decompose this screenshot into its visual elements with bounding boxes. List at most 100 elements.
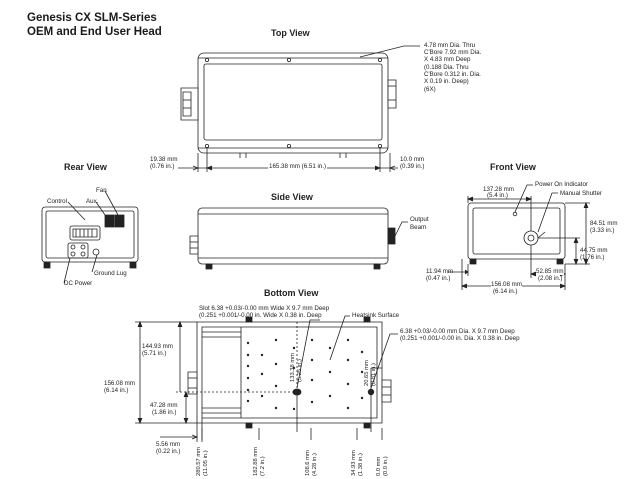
side-view-drawing bbox=[190, 208, 408, 269]
front-dim-top-in: (5.4 in.) bbox=[487, 192, 508, 199]
bottom-dim-156-mm: 156.08 mm bbox=[104, 380, 135, 387]
front-manual-shutter-label: Manual Shutter bbox=[560, 190, 602, 197]
front-view-drawing bbox=[448, 185, 590, 290]
rear-fan-connector bbox=[115, 215, 124, 227]
top-dim-left-in: (0.76 in.) bbox=[150, 163, 175, 170]
bottom-dim-0-in: (0.0 in.) bbox=[382, 456, 389, 476]
bottom-dim-34-in: (1.38 in.) bbox=[357, 453, 364, 476]
bottom-dim-182-in: (7.2 in.) bbox=[259, 456, 266, 476]
bottom-heatsink-label: Heatsink Surface bbox=[352, 312, 400, 319]
bottom-dim-133-mm: 133.38 mm bbox=[290, 353, 296, 382]
rear-ground-lug-label: Ground Lug bbox=[94, 270, 127, 277]
rear-aux-label: Aux. bbox=[86, 198, 99, 205]
front-manual-shutter bbox=[524, 231, 538, 245]
rear-dc-connector bbox=[68, 243, 88, 258]
top-dim-right-in: (0.39 in.) bbox=[400, 163, 425, 170]
bottom-dim-5-mm: 5.56 mm bbox=[156, 441, 181, 448]
bottom-dim-144-mm: 144.93 mm bbox=[142, 343, 173, 350]
bottom-dim-0: 0.0 mm(0.0 in.) bbox=[376, 456, 389, 476]
bottom-dim-280-mm: 280.57 mm bbox=[196, 447, 202, 476]
bottom-dim-108-in: (4.28 in.) bbox=[311, 453, 318, 476]
front-dim-beam-height-mm: 44.75 mm bbox=[580, 247, 608, 254]
rear-fan-label: Fan bbox=[96, 187, 107, 194]
front-dim-top-mm: 137.28 mm bbox=[483, 186, 514, 193]
bottom-dim-144-in: (5.71 in.) bbox=[142, 350, 167, 357]
bottom-slot-note-1: Slot 6.38 +0.03/-0.00 mm Wide X 9.7 mm D… bbox=[199, 305, 330, 312]
top-hole-note-4: (0.188 Dia. Thru bbox=[424, 64, 469, 71]
rear-view-drawing bbox=[42, 191, 138, 283]
bottom-slot-note-2: (0.251 +0.001/-0.00 in. Wide X 0.38 in. … bbox=[199, 312, 322, 319]
bottom-dim-156-in: (6.14 in.) bbox=[104, 387, 129, 394]
front-view-title: Front View bbox=[490, 162, 536, 172]
side-output-label-2: Beam bbox=[410, 224, 427, 231]
top-hole-note-7: (6X) bbox=[424, 86, 436, 93]
bottom-screw-holes bbox=[246, 338, 364, 411]
front-power-indicator-label: Power On Indicator bbox=[535, 181, 588, 188]
bottom-dim-47-in: (1.86 in.) bbox=[152, 409, 177, 416]
bottom-view-title: Bottom View bbox=[264, 288, 319, 298]
bottom-dim-0-mm: 0.0 mm bbox=[376, 456, 382, 476]
document-title-line1: Genesis CX SLM-Series bbox=[27, 12, 157, 24]
front-dim-height-mm: 84.51 mm bbox=[590, 220, 618, 227]
front-view-body bbox=[468, 203, 565, 259]
top-view-holes bbox=[205, 58, 381, 147]
front-dim-width-mm: 156.08 mm bbox=[491, 281, 522, 288]
front-dim-beam-x-mm: 52.85 mm bbox=[536, 268, 564, 275]
rear-control-label: Control bbox=[47, 198, 67, 205]
top-hole-note-1: 4.78 mm Dia. Thru bbox=[424, 42, 476, 49]
bottom-dim-5-in: (0.22 in.) bbox=[156, 448, 181, 455]
side-output-label-1: Output bbox=[410, 216, 429, 223]
bottom-dim-280: 280.57 mm(11.05 in.) bbox=[196, 447, 209, 476]
bottom-right-connector bbox=[382, 380, 391, 402]
bottom-dim-133-in: (5.25 in.) bbox=[296, 359, 303, 382]
top-dim-left-mm: 19.38 mm bbox=[150, 156, 178, 163]
front-dim-foot-in: (0.47 in.) bbox=[426, 275, 451, 282]
document-title-line2: OEM and End User Head bbox=[27, 26, 162, 38]
bottom-dim-280-in: (11.05 in.) bbox=[202, 450, 209, 476]
front-dim-beam-height-in: (1.76 in.) bbox=[580, 254, 605, 261]
side-view-title: Side View bbox=[271, 192, 313, 202]
top-hole-note-2: C'Bore 7.92 mm Dia. bbox=[424, 49, 482, 56]
bottom-dim-34: 34.93 mm(1.38 in.) bbox=[351, 450, 364, 476]
bottom-dim-20-mm: 20.65 mm bbox=[364, 360, 370, 386]
rear-ground-lug bbox=[93, 249, 99, 255]
bottom-dim-20: 20.65 mm(0.81 in.) bbox=[364, 360, 377, 386]
top-view-body bbox=[198, 53, 388, 153]
top-view-title: Top View bbox=[271, 28, 310, 38]
bottom-dim-108-mm: 108.6 mm bbox=[305, 450, 311, 476]
side-view-body bbox=[198, 208, 388, 264]
front-dim-foot-mm: 11.94 mm bbox=[426, 268, 454, 275]
top-view-inner bbox=[204, 64, 382, 140]
top-hole-note-5: C'Bore 0.312 in. Dia. bbox=[424, 71, 481, 78]
bottom-dim-108: 108.6 mm(4.28 in.) bbox=[305, 450, 318, 476]
top-hole-note-6: X 0.19 in. Deep) bbox=[424, 78, 469, 85]
top-view-drawing bbox=[178, 46, 420, 172]
top-hole-note-3: X 4.83 mm Deep bbox=[424, 56, 471, 63]
bottom-hole-note-1: 6.38 +0.03/-0.00 mm Dia. X 9.7 mm Deep bbox=[400, 328, 515, 335]
bottom-dim-20-in: (0.81 in.) bbox=[370, 363, 377, 386]
front-power-indicator bbox=[513, 212, 517, 216]
front-dim-beam-x-in: (2.08 in.) bbox=[538, 275, 563, 282]
bottom-dim-47-mm: 47.28 mm bbox=[150, 402, 178, 409]
rear-control-connector bbox=[70, 226, 100, 240]
front-dim-height-in: (3.33 in.) bbox=[590, 227, 615, 234]
top-view-left-bracket bbox=[181, 88, 198, 120]
bottom-hole-note-2: (0.251 +0.001/-0.00 in. Dia. X 0.38 in. … bbox=[400, 335, 520, 342]
bottom-dim-34-mm: 34.93 mm bbox=[351, 450, 357, 476]
bottom-dim-182: 182.88 mm(7.2 in.) bbox=[253, 447, 266, 476]
top-dim-length: 165.38 mm (6.51 in.) bbox=[268, 163, 328, 170]
rear-aux-connector bbox=[105, 215, 114, 227]
top-dim-right-mm: 10.0 mm bbox=[400, 156, 425, 163]
bottom-view-fins bbox=[202, 332, 241, 413]
top-view-right-block bbox=[388, 80, 396, 108]
rear-dc-power-label: DC Power bbox=[64, 280, 93, 287]
bottom-dim-182-mm: 182.88 mm bbox=[253, 447, 259, 476]
rear-view-title: Rear View bbox=[64, 162, 107, 172]
side-output-port bbox=[388, 228, 395, 244]
bottom-view-drawing bbox=[135, 316, 398, 442]
rear-view-body bbox=[42, 207, 138, 262]
bottom-dim-133: 133.38 mm(5.25 in.) bbox=[290, 353, 303, 382]
front-dim-width-in: (6.14 in.) bbox=[493, 288, 518, 295]
